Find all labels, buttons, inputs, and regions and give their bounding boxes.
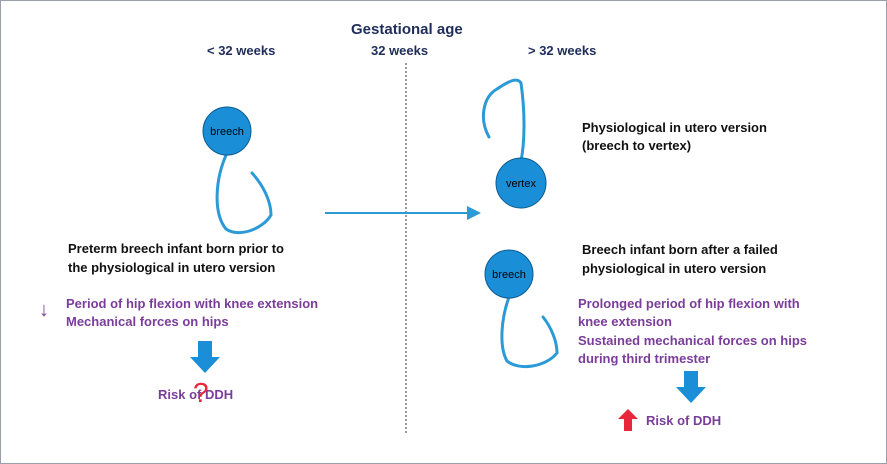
gestational-age-title: Gestational age bbox=[351, 21, 463, 38]
right-breech-label: breech bbox=[492, 269, 526, 281]
vertex-infant-body bbox=[481, 78, 526, 163]
right-breech-circle bbox=[484, 249, 534, 299]
left-down-arrow-icon bbox=[190, 341, 220, 373]
transition-arrow-head bbox=[467, 206, 481, 220]
column-heading-middle: 32 weeks bbox=[371, 43, 429, 58]
left-effect-1: Period of hip flexion with knee extensio… bbox=[66, 296, 319, 311]
right-effect-3: Sustained mechanical forces on hips bbox=[578, 333, 808, 348]
risk-question-mark: ? bbox=[193, 377, 209, 408]
right-bottom-title-1: Breech infant born after a failed bbox=[582, 242, 778, 257]
left-breech-label: breech bbox=[210, 126, 244, 138]
right-top-text-2: (breech to vertex) bbox=[582, 138, 692, 153]
right-top-text-1: Physiological in utero version bbox=[582, 120, 767, 135]
left-title-line-1: Preterm breech infant born prior to bbox=[68, 241, 284, 256]
right-risk-label: Risk of DDH bbox=[646, 413, 722, 428]
left-infant-body bbox=[215, 151, 273, 235]
column-heading-left: < 32 weeks bbox=[207, 43, 276, 58]
vertex-label: vertex bbox=[506, 178, 536, 190]
right-effect-2: knee extension bbox=[578, 314, 672, 329]
right-effect-1: Prolonged period of hip flexion with bbox=[578, 296, 800, 311]
vertex-circle bbox=[495, 157, 547, 209]
right-down-arrow-icon bbox=[676, 371, 706, 403]
risk-up-arrow-icon bbox=[618, 409, 638, 431]
left-effect-2: Mechanical forces on hips bbox=[66, 314, 229, 329]
decrease-arrow-icon: ↓ bbox=[39, 299, 49, 321]
left-title-line-2: the physiological in utero version bbox=[68, 260, 276, 275]
right-effect-4: during third trimester bbox=[578, 351, 711, 366]
right-infant-body bbox=[500, 295, 559, 369]
left-breech-circle bbox=[202, 106, 252, 156]
column-heading-right: > 32 weeks bbox=[528, 43, 597, 58]
left-risk-label: Risk of DDH bbox=[158, 387, 234, 402]
right-bottom-title-2: physiological in utero version bbox=[582, 261, 767, 276]
